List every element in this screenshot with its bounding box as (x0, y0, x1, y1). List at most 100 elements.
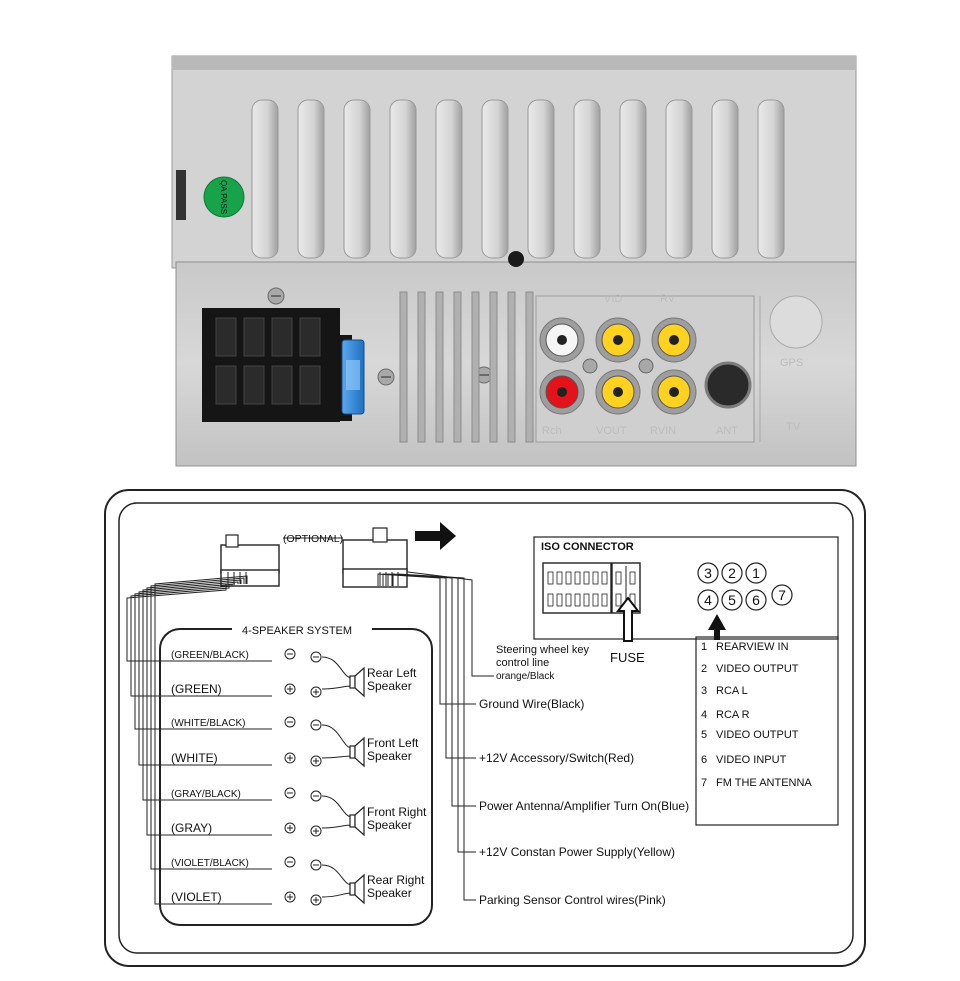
port-number-circle (745, 562, 767, 584)
vent-slot (489, 291, 498, 443)
direction-arrow (415, 522, 456, 550)
wire-row-label: (GREEN) (171, 682, 222, 696)
heatsink-fin (343, 99, 371, 259)
screw (582, 358, 598, 374)
speaker-lead (321, 724, 353, 749)
heatsink-fin (389, 99, 417, 259)
wire-label-power-antenna: Power Antenna/Amplifier Turn On(Blue) (479, 799, 689, 813)
vent-slot (471, 291, 480, 443)
gps-socket (769, 295, 823, 349)
speaker-wire (154, 575, 248, 905)
rca-jack-center (613, 387, 623, 397)
wire-label-parking-sensor: Parking Sensor Control wires(Pink) (479, 893, 666, 907)
tv-label: TV (786, 421, 801, 433)
connector-pin (299, 317, 321, 357)
ant-label: ANT (716, 425, 738, 437)
wire-row-label: (GRAY/BLACK) (171, 789, 241, 800)
legend-number: 2 (701, 663, 707, 675)
legend-number: 6 (701, 754, 707, 766)
wire-row-label: (WHITE) (171, 751, 218, 765)
heatsink-fin (435, 99, 463, 259)
iso-connector-drawing (542, 562, 641, 614)
iso-pin (601, 571, 608, 585)
wire-row-label: (VIOLET) (171, 890, 222, 904)
iso-pin (574, 593, 581, 607)
heatsink-fins (251, 99, 785, 259)
fuse-window (346, 360, 360, 390)
main-plug (342, 527, 408, 588)
speaker-label: Speaker (367, 886, 412, 900)
legend-text: VIDEO OUTPUT (716, 663, 799, 675)
heatsink-fin (711, 99, 739, 259)
power-wire-bundle (377, 571, 494, 901)
wire-row-label: (WHITE/BLACK) (171, 718, 245, 729)
iso-pin (547, 593, 554, 607)
legend-number: 3 (701, 685, 707, 697)
iso-pin (574, 571, 581, 585)
rca-bottom-label-1: Rch (542, 425, 562, 437)
speaker-lead (321, 795, 353, 818)
iso-pin (615, 593, 622, 607)
diagram-inner-frame (118, 502, 854, 954)
wiring-diagram: (GREEN/BLACK) (GREEN) (WHITE/BLACK) (WHITE)… (104, 489, 866, 967)
port-arrow (708, 614, 726, 640)
iso-pin (615, 571, 622, 585)
port-number: 1 (752, 565, 760, 581)
speaker-system-title: 4-SPEAKER SYSTEM (242, 625, 352, 637)
fuse-arrow (615, 596, 641, 642)
rca-top-label-3: RV (660, 293, 676, 305)
port-number: 5 (728, 592, 736, 608)
wire-row-label: (GREEN/BLACK) (171, 650, 249, 661)
heatsink-housing (171, 55, 857, 269)
heatsink-fin (481, 99, 509, 259)
title-gap (232, 622, 372, 636)
iso-pin (592, 593, 599, 607)
legend-text: VIDEO INPUT (716, 754, 787, 766)
port-number: 7 (778, 587, 786, 603)
speaker-wire-bundle (126, 575, 248, 905)
connector-pin (271, 317, 293, 357)
vent-slot (435, 291, 444, 443)
port-number-circle (721, 589, 743, 611)
diagram-text: (OPTIONAL) 4-SPEAKER SYSTEM Steering whe… (242, 533, 812, 907)
gps-label: GPS (780, 357, 803, 369)
legend-number: 5 (701, 729, 707, 741)
steering-line-3: orange/Black (496, 671, 555, 682)
qa-sticker-text: QA PASS (219, 180, 228, 214)
port-number-circle (771, 584, 793, 606)
panel-screws (267, 287, 493, 386)
port-legend-box (695, 636, 839, 826)
iso-pin (565, 593, 572, 607)
speaker-lead (321, 824, 353, 829)
qa-pass-sticker: QA PASS (203, 176, 245, 218)
rca-jack-center (669, 335, 679, 345)
vent-slots (399, 291, 534, 443)
port-number-circle (721, 562, 743, 584)
speaker-label: Speaker (367, 818, 412, 832)
speaker-cone-icon (354, 736, 365, 768)
antenna-socket (704, 361, 752, 409)
speaker-lead (321, 892, 353, 898)
connector-pin (215, 317, 237, 357)
legend-number: 1 (701, 641, 707, 653)
speaker-cone-icon (354, 873, 365, 905)
iso-pin (556, 571, 563, 585)
iso-pin (629, 571, 636, 585)
legend-text: VIDEO OUTPUT (716, 729, 799, 741)
iso-pin (565, 571, 572, 585)
legend-text: RCA R (716, 709, 750, 721)
speaker-cone-icon (354, 666, 365, 698)
legend-text: REARVIEW IN (716, 641, 789, 653)
optional-label: (OPTIONAL) (283, 533, 343, 545)
speaker-label: Speaker (367, 749, 412, 763)
legend-number: 7 (701, 777, 707, 789)
rca-jack-center (613, 335, 623, 345)
speaker-wire (130, 584, 230, 697)
vent-slot (507, 291, 516, 443)
screw (638, 358, 654, 374)
heatsink-fin (619, 99, 647, 259)
rca-top-label-2: VID (604, 293, 622, 305)
iso-pin (583, 571, 590, 585)
speaker-cone-icon (354, 805, 365, 837)
